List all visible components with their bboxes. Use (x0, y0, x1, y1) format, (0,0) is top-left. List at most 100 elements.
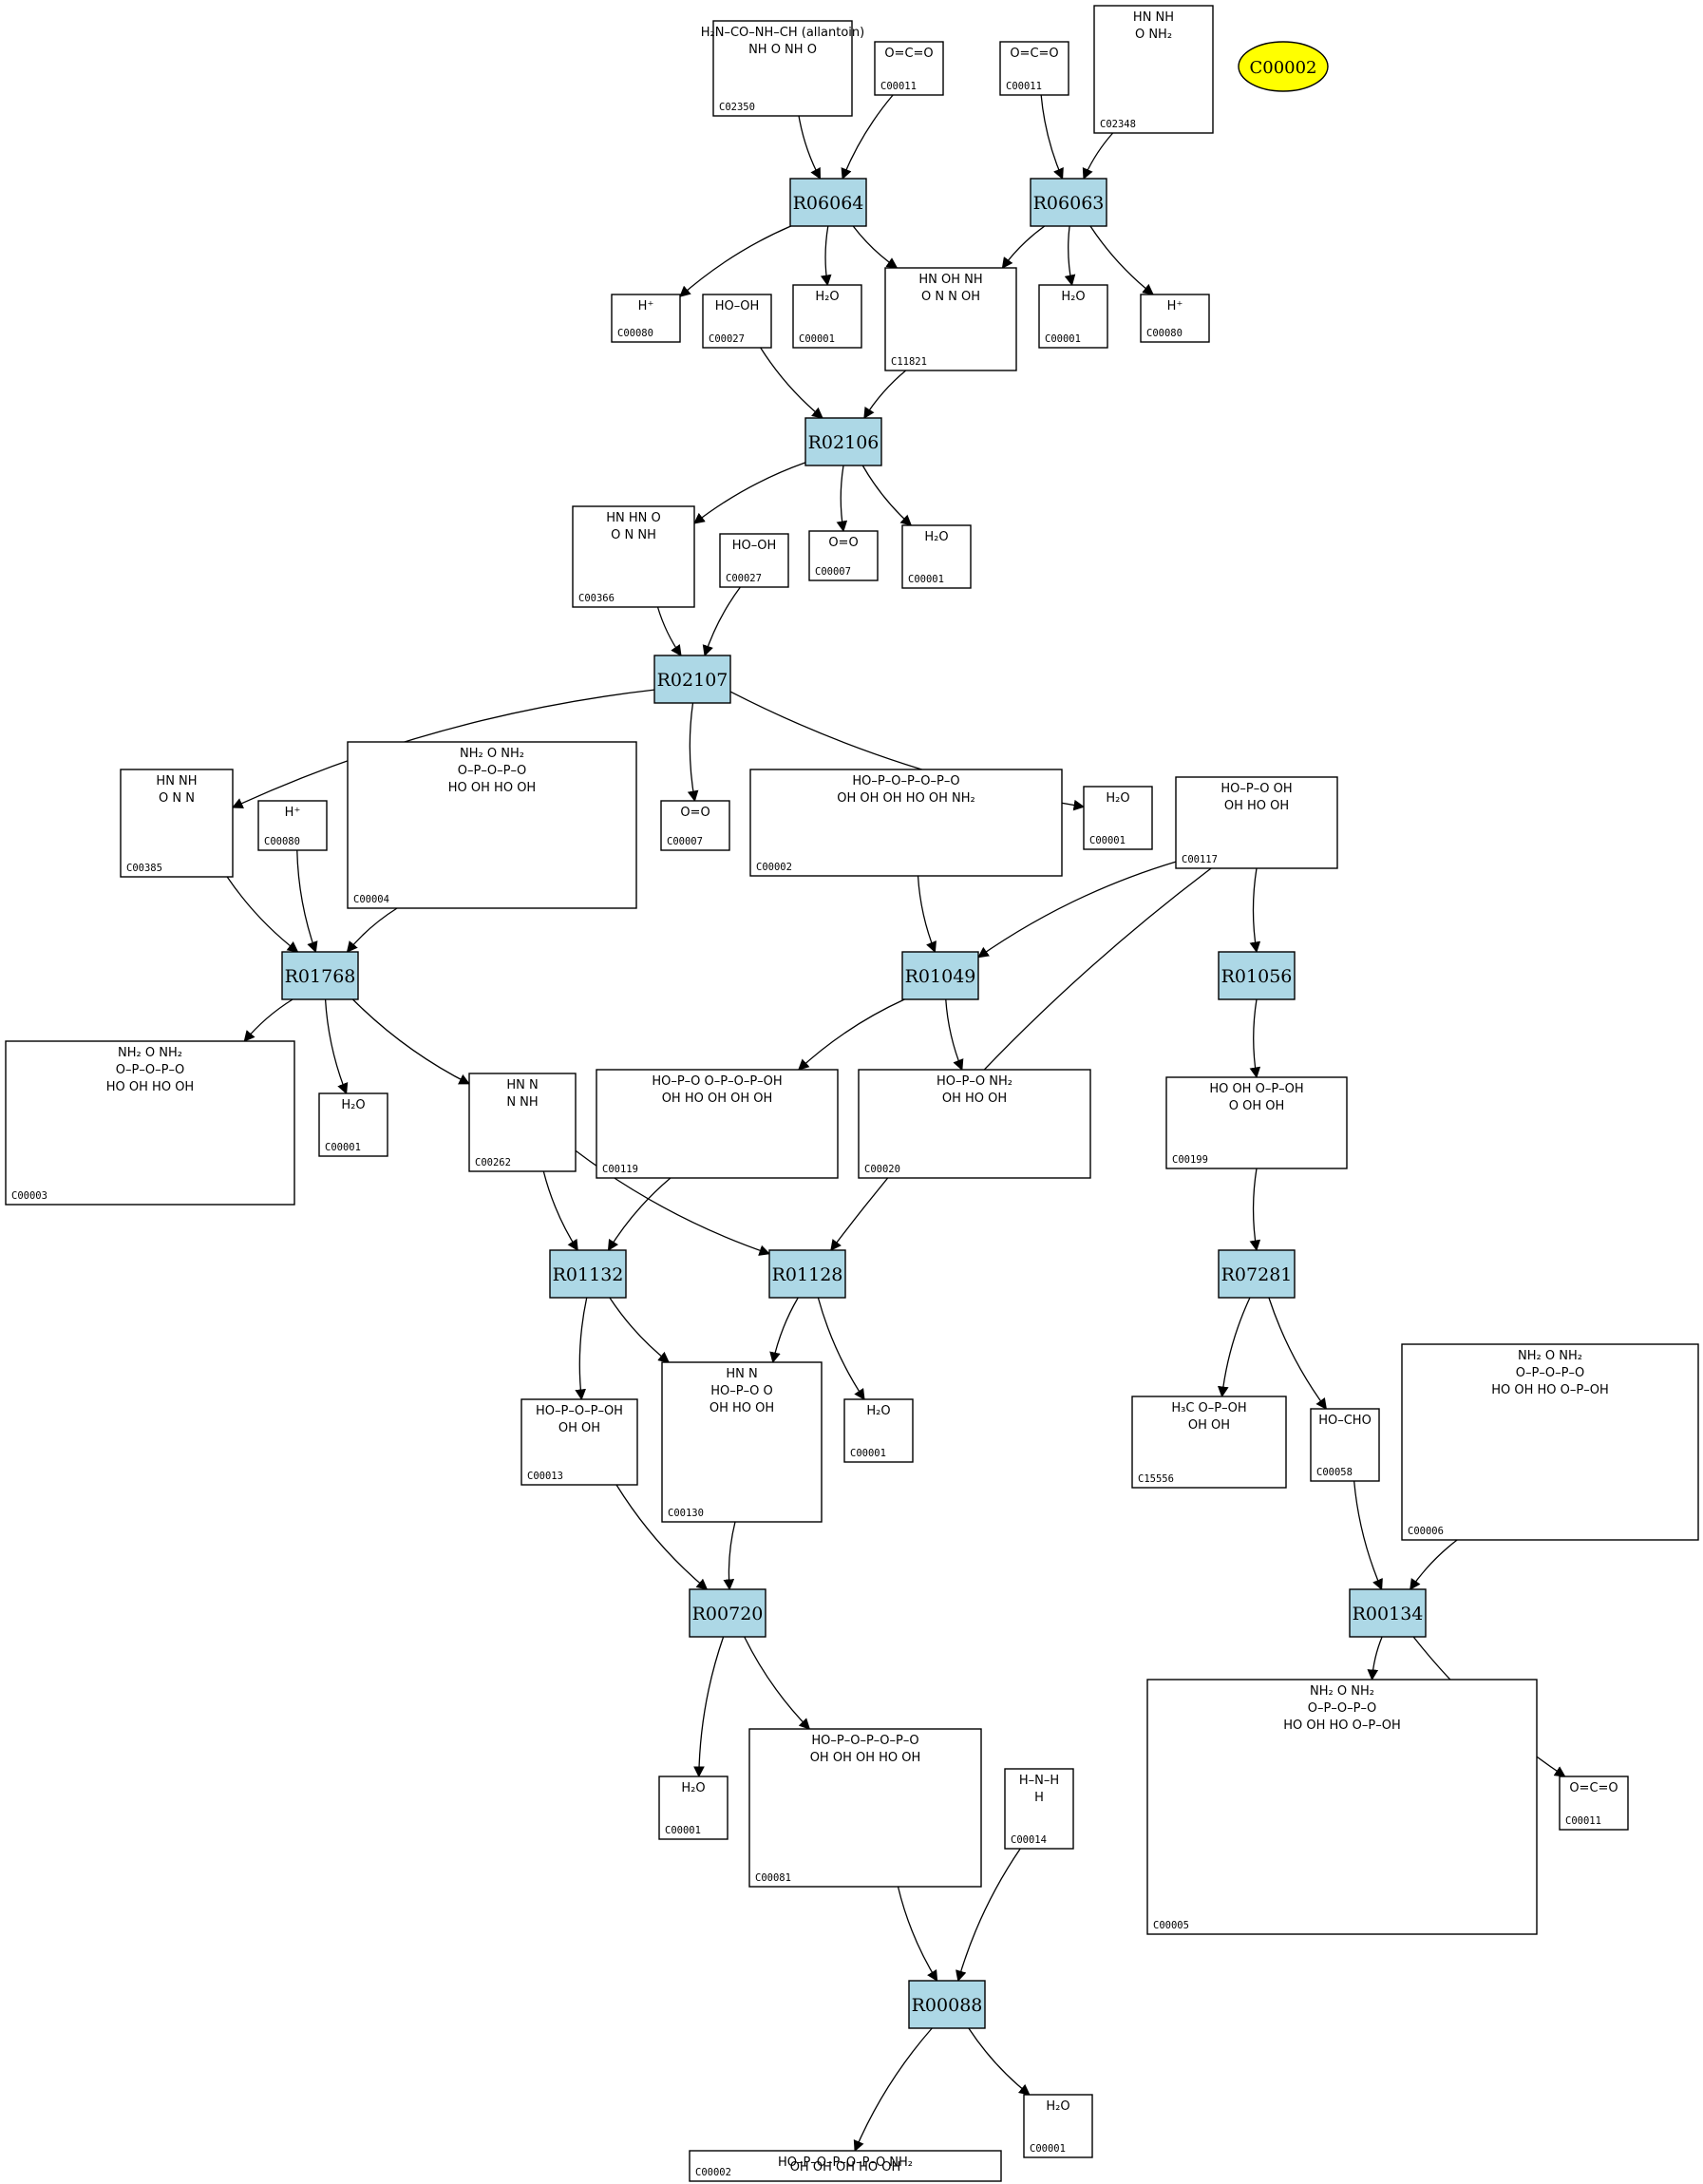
compound-box (999, 41, 1069, 96)
reaction-node-R01132[interactable]: R01132 (549, 1249, 627, 1299)
reaction-label: R01049 (905, 966, 976, 987)
compound-id: C11821 (891, 356, 927, 368)
molecule-structure: HO–CHO (1318, 1414, 1372, 1428)
compound-id: C00001 (1045, 333, 1081, 345)
edge-C00080c-R01768 (296, 849, 318, 954)
compound-box (1310, 1408, 1380, 1482)
edge-C00027b-R02107 (702, 586, 741, 657)
compound-id: C00007 (667, 836, 703, 847)
molecule-structure: O NH₂ (1135, 28, 1172, 42)
reaction-node-R00088[interactable]: R00088 (908, 1980, 986, 2029)
compound-id: C00080 (1146, 328, 1183, 339)
molecule-structure: OH OH (558, 1421, 600, 1435)
reaction-box (1218, 951, 1296, 1000)
compound-box (702, 294, 772, 349)
reaction-label: R01768 (285, 966, 356, 987)
compound-node-C00080[interactable]: H⁺C00080 (611, 294, 681, 343)
reaction-node-R01768[interactable]: R01768 (281, 951, 359, 1000)
molecule-structure: HO–OH (715, 299, 760, 313)
compound-id: C00001 (665, 1825, 701, 1836)
highlight-node[interactable]: C00002 (1238, 41, 1329, 92)
reaction-node-R02107[interactable]: R02107 (653, 655, 731, 704)
molecule-structure: OH HO OH OH OH (662, 1092, 773, 1106)
compound-id: C15556 (1138, 1473, 1174, 1485)
edge-C00004-R01768 (346, 907, 398, 953)
molecule-structure: H–N–H (1019, 1774, 1059, 1788)
reaction-node-R00720[interactable]: R00720 (689, 1588, 766, 1638)
molecule-structure: HO OH HO OH (106, 1080, 194, 1094)
compound-id: C00001 (1089, 835, 1126, 846)
reaction-box (804, 417, 882, 466)
reaction-node-R01056[interactable]: R01056 (1218, 951, 1296, 1000)
compound-id: C00002 (756, 862, 792, 873)
molecule-structure: HO OH HO O–P–OH (1491, 1383, 1609, 1397)
edge-R01049-C00119 (798, 998, 905, 1071)
compound-box (1140, 294, 1210, 343)
reaction-node-R02106[interactable]: R02106 (804, 417, 882, 466)
molecule-structure: O=O (828, 536, 858, 550)
compound-id: C00004 (353, 894, 389, 905)
compound-node-C00001g[interactable]: H₂O C00001 (658, 1776, 729, 1840)
compound-box (884, 267, 1017, 371)
molecule-structure: N NH (506, 1095, 538, 1110)
molecule-structure: O–P–O–P–O (1516, 1366, 1584, 1380)
compound-node-C00080c[interactable]: H⁺C00080 (257, 800, 328, 851)
compound-node-C00080b[interactable]: H⁺C00080 (1140, 294, 1210, 343)
reaction-box (908, 1980, 986, 2029)
reaction-node-R06064[interactable]: R06064 (789, 178, 867, 227)
molecule-structure: H₂O (681, 1781, 705, 1795)
edge-R01132-C00130 (609, 1297, 671, 1363)
molecule-structure: O=C=O (884, 47, 933, 61)
reaction-box (689, 1588, 766, 1638)
reaction-node-R00134[interactable]: R00134 (1349, 1588, 1427, 1638)
compound-box (572, 505, 695, 608)
reaction-node-R01049[interactable]: R01049 (901, 951, 979, 1000)
molecule-structure: HO OH O–P–OH (1209, 1082, 1303, 1096)
molecule-structure: HO–OH (732, 539, 777, 553)
compound-id: C00117 (1182, 854, 1218, 865)
edge-R01049-C00020 (945, 998, 964, 1072)
reaction-node-R07281[interactable]: R07281 (1218, 1249, 1296, 1299)
edge-C02348-R06063 (1082, 132, 1114, 180)
molecule-structure: HO–P–O O (710, 1384, 772, 1398)
reaction-node-R01128[interactable]: R01128 (768, 1249, 846, 1299)
reaction-node-R06063[interactable]: R06063 (1030, 178, 1107, 227)
